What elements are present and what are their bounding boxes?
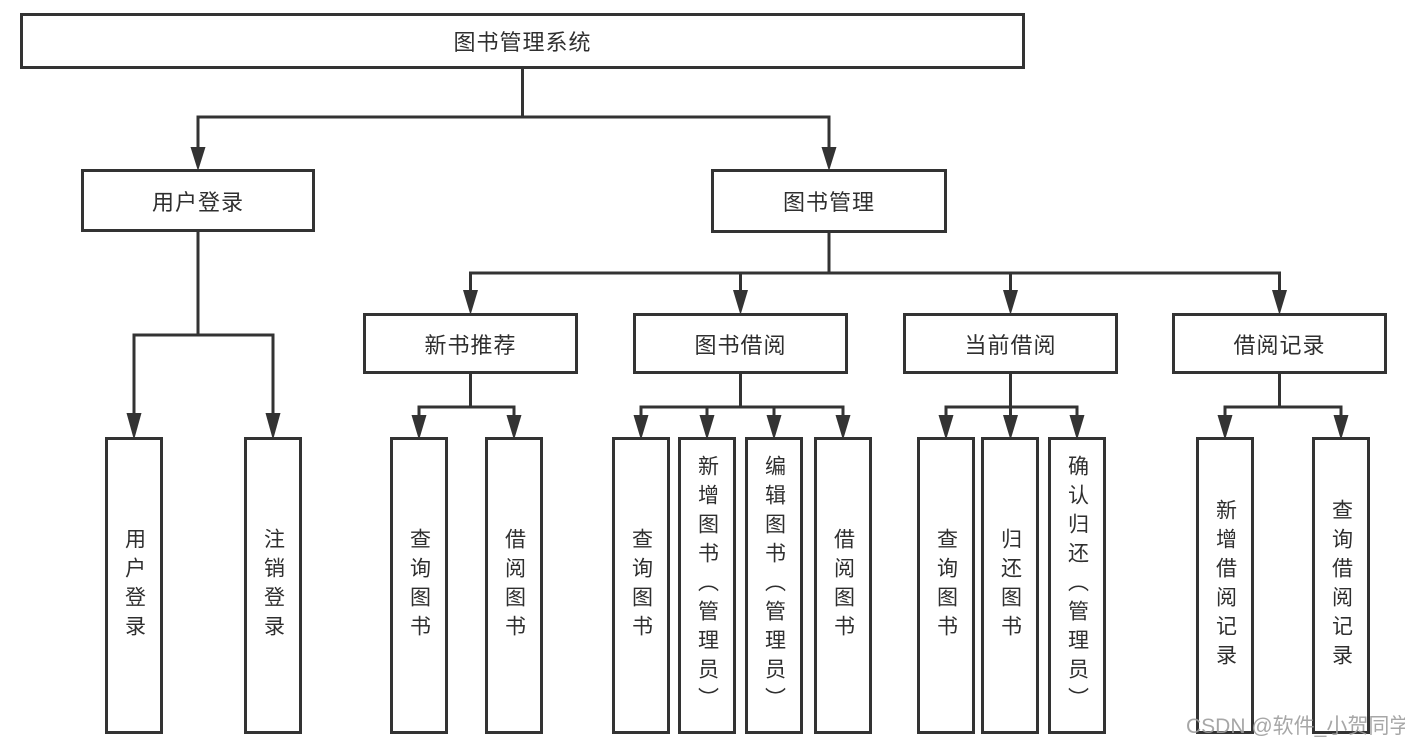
node-label: 当前借阅 <box>964 332 1057 358</box>
node-label: 查询图书 <box>934 527 958 644</box>
node-label: 借阅图书 <box>502 527 526 644</box>
leaf-current-return-books: 归还图书 <box>981 437 1039 734</box>
leaf-borrow-borrow-books: 借阅图书 <box>814 437 872 734</box>
node-label: 图书管理 <box>782 190 875 215</box>
leaf-borrow-add-book-admin: 新增图书（管理员） <box>678 437 736 734</box>
node-label: 新书推荐 <box>424 332 517 358</box>
node-label: 图书借阅 <box>694 332 787 358</box>
leaf-current-confirm-return-admin: 确认归还（管理员） <box>1048 437 1106 734</box>
leaf-records-query-borrow-record: 查询借阅记录 <box>1312 437 1370 734</box>
node-label: 借阅记录 <box>1233 332 1326 358</box>
leaf-recommend-borrow-books: 借阅图书 <box>485 437 543 734</box>
node-label: 查询借阅记录 <box>1329 498 1353 673</box>
node-book-management: 图书管理 <box>711 169 947 233</box>
node-label: 借阅图书 <box>831 527 855 644</box>
node-current-borrowing: 当前借阅 <box>903 313 1118 374</box>
leaf-records-add-borrow-record: 新增借阅记录 <box>1196 437 1254 734</box>
node-new-book-recommendation: 新书推荐 <box>363 313 578 374</box>
node-label: 新增借阅记录 <box>1213 498 1237 673</box>
node-label: 编辑图书（管理员） <box>762 455 786 716</box>
leaf-borrow-edit-book-admin: 编辑图书（管理员） <box>745 437 803 734</box>
leaf-user-login: 用户登录 <box>105 437 163 734</box>
csdn-watermark: CSDN @软件_小贺同学 <box>1186 715 1405 738</box>
node-label: 查询图书 <box>629 527 653 644</box>
node-label: 确认归还（管理员） <box>1065 455 1089 716</box>
node-library-management-system: 图书管理系统 <box>20 13 1025 69</box>
leaf-logout: 注销登录 <box>244 437 302 734</box>
leaf-borrow-query-books: 查询图书 <box>612 437 670 734</box>
leaf-recommend-query-books: 查询图书 <box>390 437 448 734</box>
node-borrowing-records: 借阅记录 <box>1172 313 1387 374</box>
node-label: 用户登录 <box>122 527 146 644</box>
leaf-current-query-books: 查询图书 <box>917 437 975 734</box>
node-label: 注销登录 <box>261 527 285 644</box>
node-label: 归还图书 <box>998 527 1022 644</box>
node-user-login: 用户登录 <box>81 169 315 232</box>
node-label: 新增图书（管理员） <box>695 455 719 716</box>
node-label: 图书管理系统 <box>453 30 592 55</box>
node-label: 查询图书 <box>407 527 431 644</box>
node-book-borrowing: 图书借阅 <box>633 313 848 374</box>
node-label: 用户登录 <box>151 189 244 215</box>
